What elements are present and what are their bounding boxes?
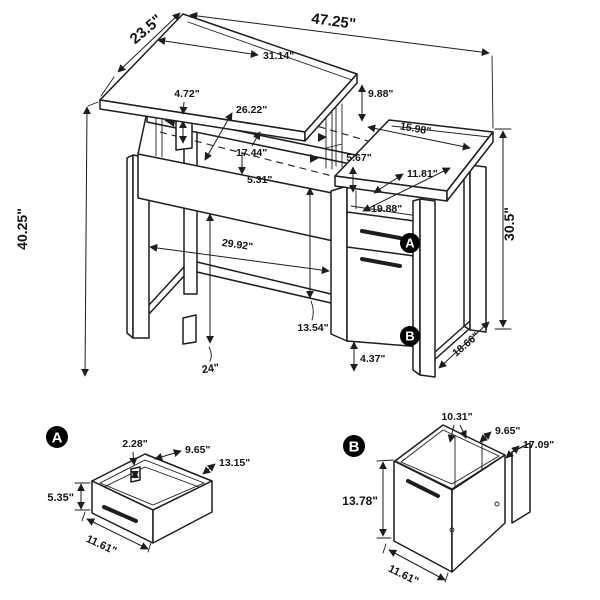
lower-stretcher-edge bbox=[196, 271, 332, 304]
leader-jog bbox=[208, 346, 212, 362]
pedestal-left-side bbox=[330, 185, 348, 342]
b-inner-width-leader bbox=[479, 431, 492, 443]
dim-base-clearance-label: 4.37" bbox=[360, 353, 385, 365]
extension-line bbox=[376, 459, 394, 462]
overall-height-dim-line bbox=[81, 106, 91, 377]
extension-line bbox=[100, 76, 115, 97]
rear-right-leg-side bbox=[463, 164, 471, 331]
drawer-b-inner-rim bbox=[400, 429, 500, 485]
front-right-leg-side bbox=[412, 198, 421, 376]
callout-a-letter: A bbox=[405, 236, 415, 251]
a-rail-height-leader bbox=[129, 451, 138, 466]
dim-overall-height-label: 40.25" bbox=[14, 208, 30, 250]
dim-a-front-height-label: 5.35" bbox=[47, 492, 74, 504]
lift-arrow-marker bbox=[318, 133, 327, 142]
drawer-a-handle bbox=[360, 229, 402, 240]
dim-top-panel-width-label: 31.14" bbox=[263, 50, 294, 62]
dim-b-inner-depth-label: 17.09" bbox=[523, 439, 554, 451]
detail-a-badge bbox=[46, 426, 68, 448]
drawer-b-handle bbox=[360, 257, 402, 268]
callout-a-badge bbox=[400, 233, 420, 253]
rear-left-foot bbox=[182, 314, 197, 345]
extension-line bbox=[444, 572, 449, 583]
drawer-divider-edge bbox=[346, 246, 423, 258]
b-inner-depth-leader bbox=[505, 445, 520, 459]
drawer-a-interior-edge bbox=[103, 466, 200, 488]
dim-desk-height-label: 30.5" bbox=[501, 207, 517, 241]
kneehole-width-dim-line bbox=[149, 243, 330, 275]
dim-kneehole-width-label: 29.92" bbox=[221, 237, 254, 253]
dim-right-top-depth-label: 15.98" bbox=[399, 120, 432, 137]
front-right-leg bbox=[419, 198, 436, 378]
leg-span-dim-line bbox=[438, 321, 490, 369]
front-left-leg-side bbox=[126, 154, 134, 339]
lower-stretcher-edge bbox=[196, 261, 332, 295]
left-brace-edge bbox=[148, 266, 185, 306]
a-inner-width-leader bbox=[154, 449, 182, 461]
b-inner-height-leader bbox=[447, 424, 456, 443]
screw-hole bbox=[449, 527, 455, 533]
dim-a-rail-height-label: 2.28" bbox=[122, 438, 147, 450]
dim-b-front-height-label: 13.78" bbox=[342, 494, 378, 508]
dim-lift-mechanism-label: 4.72" bbox=[174, 88, 199, 100]
callout-b-badge bbox=[400, 326, 420, 346]
overall-depth-dim-line bbox=[117, 12, 181, 73]
leader-jog bbox=[310, 300, 314, 321]
hidden-edge-dashed bbox=[237, 102, 369, 142]
compartment-depth-leader bbox=[251, 131, 261, 147]
main-desk-view: A B 23.5" 47.25" 40.25" 30.5" 31.14" 9.8… bbox=[14, 10, 517, 378]
rear-right-leg bbox=[469, 164, 487, 333]
dim-b-inner-height-label: 10.31" bbox=[441, 411, 472, 423]
left-brace-edge bbox=[148, 275, 185, 315]
detail-b-letter: B bbox=[349, 439, 360, 456]
dim-drawer-glide-depth-label: 19.88" bbox=[371, 203, 402, 215]
dim-a-inner-width-label: 9.65" bbox=[185, 444, 210, 456]
dim-lift-height-label: 9.88" bbox=[368, 88, 393, 100]
top-panel-width-dim-line bbox=[157, 37, 259, 58]
lift-arrow-marker bbox=[310, 154, 319, 163]
screw-hole bbox=[494, 501, 500, 507]
extension-line bbox=[87, 101, 99, 107]
callout-b-letter: B bbox=[405, 329, 414, 344]
dim-b-inner-width-label: 9.65" bbox=[495, 425, 520, 437]
dim-a-front-width-label: 11.61" bbox=[84, 533, 118, 557]
dim-compartment-width-label: 26.22" bbox=[236, 104, 267, 116]
lift-top-right-edge bbox=[304, 73, 358, 142]
left-rim-edge bbox=[137, 111, 148, 155]
b-front-width-dim-line bbox=[388, 549, 446, 581]
drawer-a-inner-rim bbox=[98, 459, 206, 506]
a-front-width-dim-line bbox=[86, 518, 149, 550]
drawer-a-side-panel bbox=[152, 480, 213, 544]
compartment-width-leader bbox=[204, 112, 233, 161]
detail-a-view: A 2.28" 9.65" 13.15" 5.35" 11.61" bbox=[46, 426, 250, 558]
dim-b-front-width-label: 11.61" bbox=[386, 563, 420, 588]
dim-overall-width-label: 47.25" bbox=[310, 10, 356, 33]
dim-back-panel-height-label: 13.54" bbox=[297, 322, 328, 334]
drawer-b-side-panel bbox=[451, 454, 506, 573]
dim-kneehole-height-label: 24" bbox=[201, 362, 220, 376]
detail-a-letter: A bbox=[52, 430, 63, 447]
detail-b-view: B 10.31" 9.65" 17.09" 13.78" 11.61" bbox=[342, 411, 554, 588]
drawer-b-detail-handle bbox=[406, 479, 440, 498]
dim-cubby-height-label: 5.67" bbox=[346, 152, 371, 164]
drawer-a-top-edge bbox=[346, 211, 423, 223]
lift-crossbar bbox=[325, 143, 343, 149]
dim-drawer-opening-width-label: 11.81" bbox=[407, 168, 438, 180]
dim-compartment-depth-label: 17.44" bbox=[236, 147, 267, 159]
a-inner-depth-leader bbox=[202, 463, 216, 475]
extension-line bbox=[81, 511, 86, 522]
detail-b-badge bbox=[343, 435, 365, 457]
b-inner-height-leader bbox=[459, 424, 467, 439]
extension-line bbox=[382, 543, 387, 554]
dim-apron-height-label: 5.31" bbox=[247, 174, 272, 186]
drawer-glide-depth-dim-line bbox=[362, 167, 451, 212]
drawer-b-back-panel bbox=[511, 442, 531, 524]
extension-line bbox=[147, 542, 152, 553]
right-top-depth-dim-line bbox=[367, 124, 471, 151]
overall-width-dim-line bbox=[189, 11, 490, 57]
extension-line bbox=[491, 55, 494, 129]
dim-a-inner-depth-label: 13.15" bbox=[219, 457, 250, 469]
lift-mechanism-leader bbox=[179, 101, 188, 115]
